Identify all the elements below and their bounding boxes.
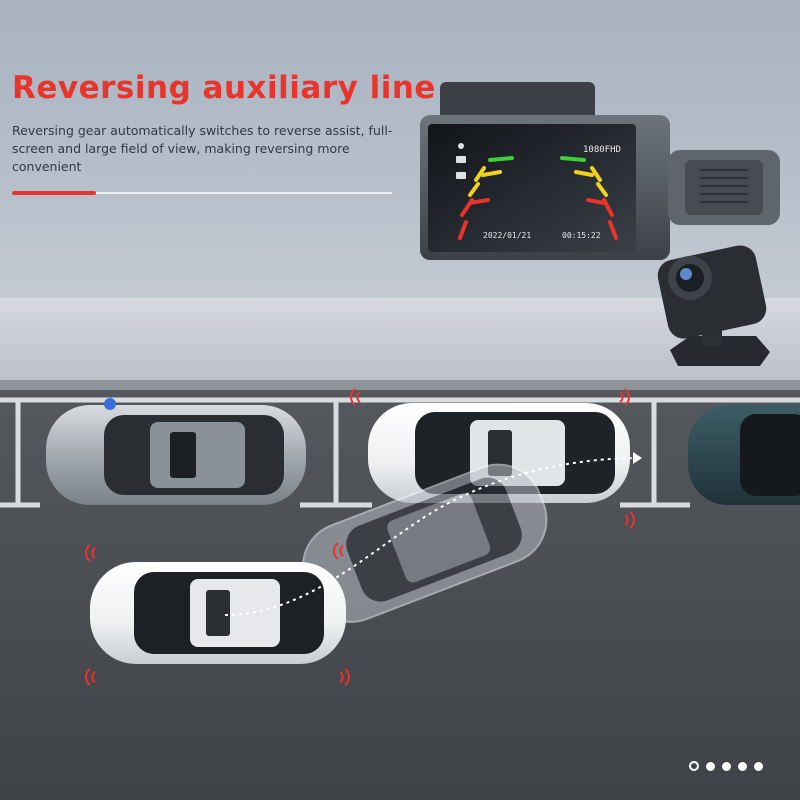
parked-car-white bbox=[368, 403, 630, 503]
page-description: Reversing gear automatically switches to… bbox=[12, 123, 393, 174]
curb-edge bbox=[0, 380, 800, 390]
parking-lines bbox=[0, 397, 800, 508]
sensor-waves bbox=[85, 388, 635, 686]
video-icon bbox=[456, 156, 466, 163]
carousel-dot[interactable] bbox=[706, 761, 715, 771]
carousel-dot[interactable] bbox=[722, 761, 731, 771]
dashcam-device: 1080FHD 2022/01/21 00:15:22 bbox=[420, 82, 780, 260]
moving-car-white bbox=[90, 562, 346, 664]
carousel-dot[interactable] bbox=[689, 761, 699, 771]
screen-time: 00:15:22 bbox=[562, 231, 601, 240]
carousel-indicator bbox=[689, 761, 763, 771]
parked-car-teal bbox=[688, 405, 800, 505]
car-icon bbox=[456, 172, 466, 179]
screen-date: 2022/01/21 bbox=[483, 231, 531, 240]
trajectory-arrowhead bbox=[633, 452, 642, 464]
divider-accent bbox=[12, 191, 96, 195]
title-divider bbox=[12, 191, 392, 195]
parked-car-silver bbox=[46, 398, 306, 505]
record-icon bbox=[458, 143, 464, 149]
carousel-dot[interactable] bbox=[754, 761, 763, 771]
screen-resolution: 1080FHD bbox=[583, 145, 621, 155]
rear-camera bbox=[657, 245, 770, 366]
parking-guide-lines bbox=[458, 156, 618, 240]
carousel-dot[interactable] bbox=[738, 761, 747, 771]
page-title: Reversing auxiliary line bbox=[12, 70, 436, 106]
dashcam-screen bbox=[428, 124, 636, 252]
